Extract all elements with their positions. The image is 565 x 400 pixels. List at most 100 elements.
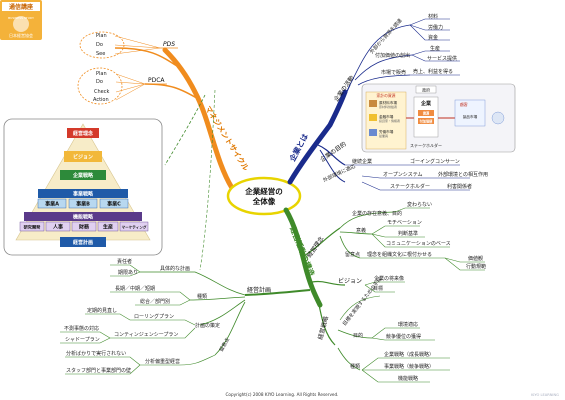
link-goal (364, 284, 395, 293)
future: 企業の将来像 (374, 275, 404, 282)
strategy: 経営戦略 (316, 315, 330, 340)
resource-labor: 労働力 (428, 24, 443, 31)
link-to-plan-dashed (199, 89, 216, 271)
link-plan (244, 289, 311, 296)
link-environment (319, 149, 346, 183)
link-market (357, 74, 411, 86)
pds-line-3 (114, 47, 161, 55)
principle: 経営理念 (305, 235, 325, 259)
link-activity (329, 84, 351, 126)
vision: ビジョン (338, 277, 362, 285)
pdca-line-3 (115, 83, 146, 93)
responsible: 責任者 (117, 258, 132, 265)
pdca-item-action: Action (93, 97, 109, 103)
business-strategy: 事業戦略（競争戦略） (384, 363, 434, 370)
link-responsible (110, 264, 141, 273)
analysis-heavy: 分析偏重型経営 (145, 358, 180, 365)
env-adapt: 外部環境に適応 (322, 163, 357, 184)
motivation: モチベーション (387, 220, 422, 226)
link-procure (349, 24, 411, 86)
level-vision-label: ビジョン (73, 154, 93, 161)
level-principle-label: 経営理念 (73, 130, 93, 137)
link-capital (409, 24, 450, 41)
link-functional (361, 369, 430, 383)
func-marketing (119, 221, 149, 232)
input-market-2: 金融市場 (379, 114, 394, 119)
values: 価値観 (468, 255, 483, 262)
goal: 目標 (373, 285, 383, 292)
input-market-3: 労働市場 (379, 129, 394, 134)
level-functional-label: 機能戦略 (73, 214, 94, 221)
resource-capital: 資金 (428, 34, 438, 41)
link-shadow (60, 337, 111, 344)
pdca-ring (77, 67, 123, 105)
plan-caution: 留意点 (218, 336, 232, 353)
link-corporate (361, 357, 450, 371)
uncertain: 不測事態の対応 (64, 325, 99, 332)
resource-material: 材料 (428, 13, 438, 20)
pds-line-2 (114, 44, 161, 49)
input-market-1: 原材料市場 (379, 100, 397, 105)
open-system-desc: 外部環境との相互作用 (438, 171, 488, 178)
input-sub-3: 従業員 (379, 133, 388, 138)
link-strategy (317, 299, 336, 346)
open-system: オープンシステム (383, 172, 423, 178)
level-business-label: 事業戦略 (73, 191, 94, 198)
logo-sub: BUSINESS STUDY (8, 16, 34, 20)
stakeholder-desc: 利害関係者 (447, 183, 472, 190)
func-hr-label: 人事 (52, 224, 63, 231)
business-b-label: 事業B (76, 201, 90, 208)
link-communication (371, 233, 450, 248)
analysis-only: 分析ばかりで実行されない (66, 350, 126, 357)
gov-box (415, 85, 437, 94)
link-production (411, 50, 450, 56)
func-rd-label: 研究開発 (24, 224, 42, 231)
pds-label: PDS (163, 41, 175, 48)
contingency-plan: コンティンジェンシープラン (114, 332, 178, 338)
penetration: 理念を組織文化に根付かせる (367, 251, 432, 258)
market-sell: 市場で販売 (381, 69, 406, 76)
deadline: 期限あり (118, 269, 138, 276)
company-purpose: 企業の目的 (319, 140, 348, 164)
input-markets-title: 家計の資源 (377, 93, 396, 98)
corporate-strategy: 企業戦略（成長戦略） (384, 351, 434, 358)
stakeholder-diagram: 政府 家計の資源 原材料市場 原材料供給者 金融市場 投資家・債権者 労働市場 … (361, 83, 516, 153)
plan-kinds: 種類 (197, 293, 207, 300)
link-staff-gap (65, 364, 141, 375)
overall: 総合／部門別 (140, 298, 170, 305)
link-analysis-only (65, 356, 141, 366)
link-long-mid (110, 291, 191, 301)
procure-resources: 外部から資源を調達 (368, 17, 403, 55)
level-corporate-label: 企業戦略 (72, 172, 94, 179)
target: 目的 (353, 332, 363, 339)
link-analysis (140, 354, 216, 366)
company-resource: 資源 (422, 111, 430, 116)
link-labor (409, 24, 450, 31)
business-a-label: 事業A (45, 201, 59, 208)
pds-ring (79, 31, 125, 59)
branch-what-is-company (287, 89, 348, 185)
stakeholder-caption: ステークホルダー (410, 142, 442, 148)
gov-label: 政府 (422, 87, 430, 93)
pdca-line-4 (115, 83, 146, 101)
level-business (38, 189, 128, 198)
level-corporate (60, 170, 106, 180)
unchanging: 変わらない (407, 201, 432, 208)
pds-line-1 (114, 35, 161, 49)
specific-plan: 具体的な計画 (160, 265, 190, 272)
branch-management-cycle (162, 47, 235, 191)
link-uncertain (60, 331, 111, 339)
shadow-plan: シャドープラン (65, 337, 100, 343)
brand-mark: KIYO LEARNING (531, 393, 559, 397)
advantage: 競争優位の獲得 (386, 333, 421, 340)
level-principle (67, 128, 99, 138)
link-periodic (85, 313, 131, 321)
link-kinds (189, 296, 246, 301)
principle-caution: 留意点 (345, 251, 360, 258)
link-contingency (110, 327, 196, 339)
pds-item-do: Do (96, 42, 103, 48)
input-sub-2: 投資家・債権者 (379, 118, 400, 123)
func-production (97, 221, 119, 232)
